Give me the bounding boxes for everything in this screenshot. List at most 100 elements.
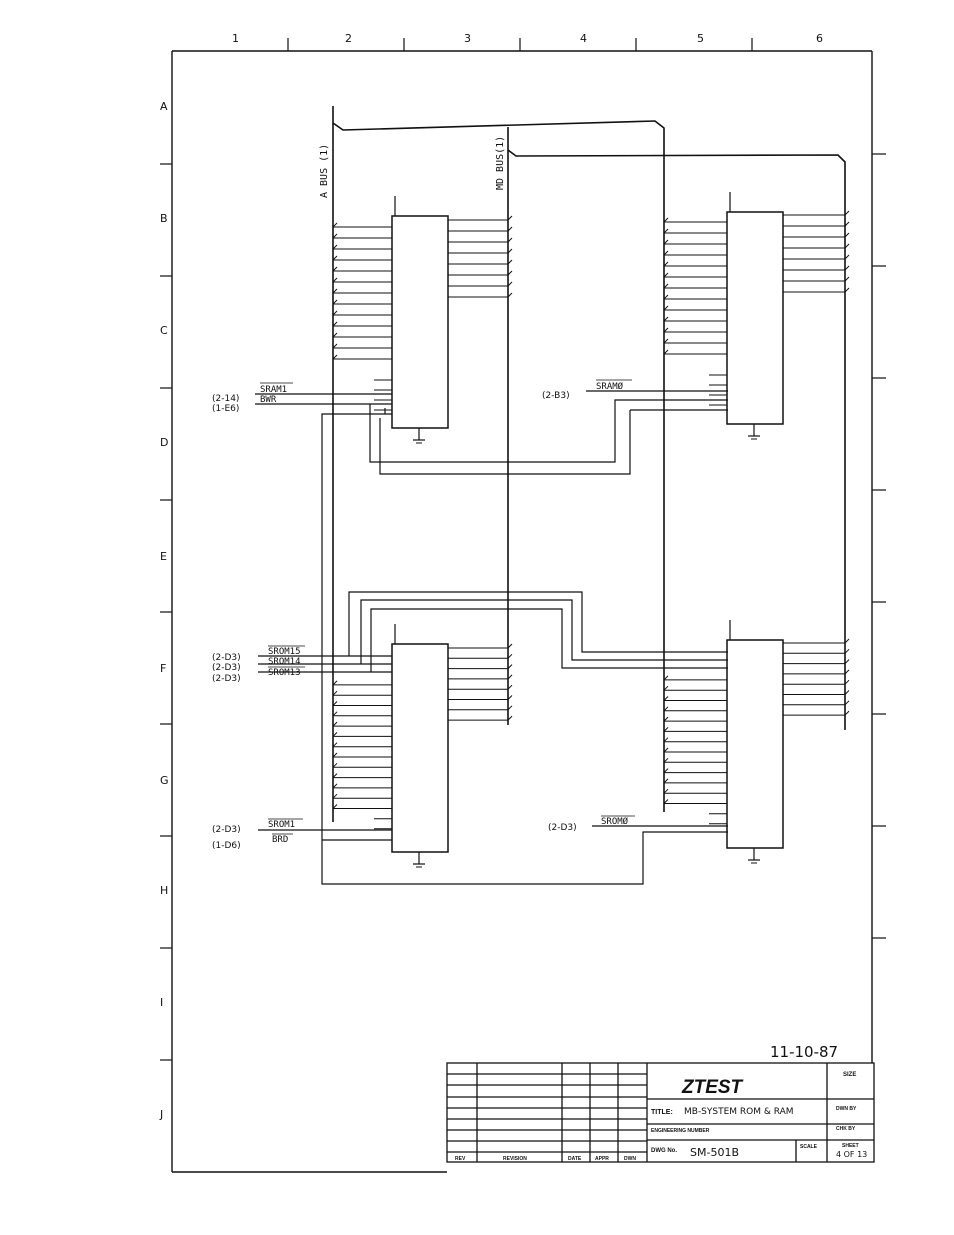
bus-entry: [663, 338, 669, 344]
bus-entry: [844, 679, 850, 685]
bus-entry: [507, 653, 513, 659]
bus-entry: [844, 710, 850, 716]
srom13-label: SROM13: [268, 668, 301, 678]
bus-entry: [332, 244, 338, 250]
bus-entry: [507, 715, 513, 721]
interconnect-wires: [255, 393, 728, 885]
bus-entry: [663, 737, 669, 743]
dwg-no: SM-501B: [690, 1146, 739, 1159]
bus-entry: [663, 228, 669, 234]
bus-entry: [507, 674, 513, 680]
bus-entry: [663, 316, 669, 322]
bus-entry: [332, 721, 338, 727]
drawing-title: MB-SYSTEM ROM & RAM: [684, 1107, 794, 1117]
bus-entry: [332, 701, 338, 706]
col-label: 5: [697, 32, 704, 45]
bus-entry: [332, 793, 338, 799]
bus-entry: [507, 643, 513, 649]
bus-entry: [663, 261, 669, 267]
bus-entry: [663, 696, 669, 701]
bus-entry: [332, 310, 338, 316]
row-label: D: [160, 436, 168, 449]
col-label: 1: [232, 32, 239, 45]
srom15-label: SROM15: [268, 647, 301, 657]
bus-entry: [663, 305, 669, 311]
bus-entry: [332, 742, 338, 748]
row-label: A: [160, 100, 168, 113]
col-label: 4: [580, 32, 587, 45]
title-block-text: ZTEST SIZE TITLE: MB-SYSTEM ROM & RAM DW…: [455, 1072, 867, 1162]
bus-entry: [844, 669, 850, 675]
bus-entry: [332, 762, 338, 768]
bus-entry: [663, 239, 669, 245]
bus-entry: [844, 243, 850, 249]
bus-entry: [844, 265, 850, 271]
srom0-label: SROMØ: [601, 816, 629, 827]
bus-entry: [663, 675, 669, 681]
bus-entry: [844, 221, 850, 227]
bus-entry: [844, 690, 850, 695]
bus-entry: [663, 327, 669, 333]
scale-label: SCALE: [800, 1144, 818, 1150]
row-label: H: [160, 884, 168, 897]
bwr-label: BWR: [260, 395, 277, 405]
bus-entry: [507, 664, 513, 669]
bus-entry: [332, 354, 338, 360]
row-label: F: [160, 662, 166, 675]
rev-col: REV: [455, 1156, 466, 1162]
bus-entry: [844, 287, 850, 293]
bus-entry: [663, 757, 669, 763]
col-label: 6: [816, 32, 823, 45]
bus-entry: [663, 747, 669, 753]
bus-entry: [844, 254, 850, 260]
drawing-frame: [171, 50, 873, 1173]
sheet-value: 4 OF 13: [836, 1150, 867, 1159]
col-label: 2: [345, 32, 352, 45]
srom13-ref: (2-D3): [212, 674, 241, 684]
row-label: E: [160, 550, 167, 563]
bus-entry: [663, 788, 669, 794]
bus-entry: [663, 716, 669, 722]
bus-entry: [332, 233, 338, 239]
bus-entry: [332, 222, 338, 228]
chip-body: [726, 639, 784, 849]
row-label: J: [159, 1108, 163, 1121]
chip-u61: [332, 624, 513, 868]
srom14-label: SROM14: [268, 657, 301, 667]
bus-entry: [507, 705, 513, 711]
bus-entry: [332, 680, 338, 686]
md-bus: [507, 127, 846, 730]
chip-body: [391, 215, 449, 429]
dwn-by-label: DWN BY: [836, 1106, 857, 1112]
bus-entry: [507, 270, 513, 276]
brd-label: BRD: [272, 835, 288, 845]
sram1-ref: (2-14): [212, 394, 239, 404]
bus-entry: [844, 210, 850, 216]
signal-labels: (2-14) SRAM1 (1-E6) BWR (2-B3) SRAMØ (2-…: [212, 379, 728, 851]
bus-entry: [507, 248, 513, 254]
date-col: DATE: [568, 1156, 582, 1162]
srom0-ref: (2-D3): [548, 823, 577, 833]
bus-entry: [844, 276, 850, 282]
bus-entry: [332, 332, 338, 338]
a-bus: [332, 106, 665, 822]
bus-entry: [507, 226, 513, 232]
chip-u60: [663, 620, 850, 864]
bus-entry: [663, 706, 669, 712]
srom14-ref: (2-D3): [212, 663, 241, 673]
a-bus-label: A BUS (1): [319, 144, 330, 198]
bus-entry: [663, 217, 669, 223]
bus-entry: [663, 685, 669, 691]
bus-entry: [663, 727, 669, 732]
col-label: 3: [464, 32, 471, 45]
bus-entry: [663, 768, 669, 773]
sheet-label: SHEET: [842, 1143, 859, 1149]
bus-entry: [507, 281, 513, 287]
bus-entry: [844, 648, 850, 654]
bus-entry: [332, 783, 338, 789]
bus-entry: [332, 732, 338, 737]
srom1-label: SROM1: [268, 820, 295, 830]
sram1-label: SRAM1: [260, 385, 287, 395]
chip-u63: [332, 196, 513, 444]
bus-entry: [663, 283, 669, 289]
